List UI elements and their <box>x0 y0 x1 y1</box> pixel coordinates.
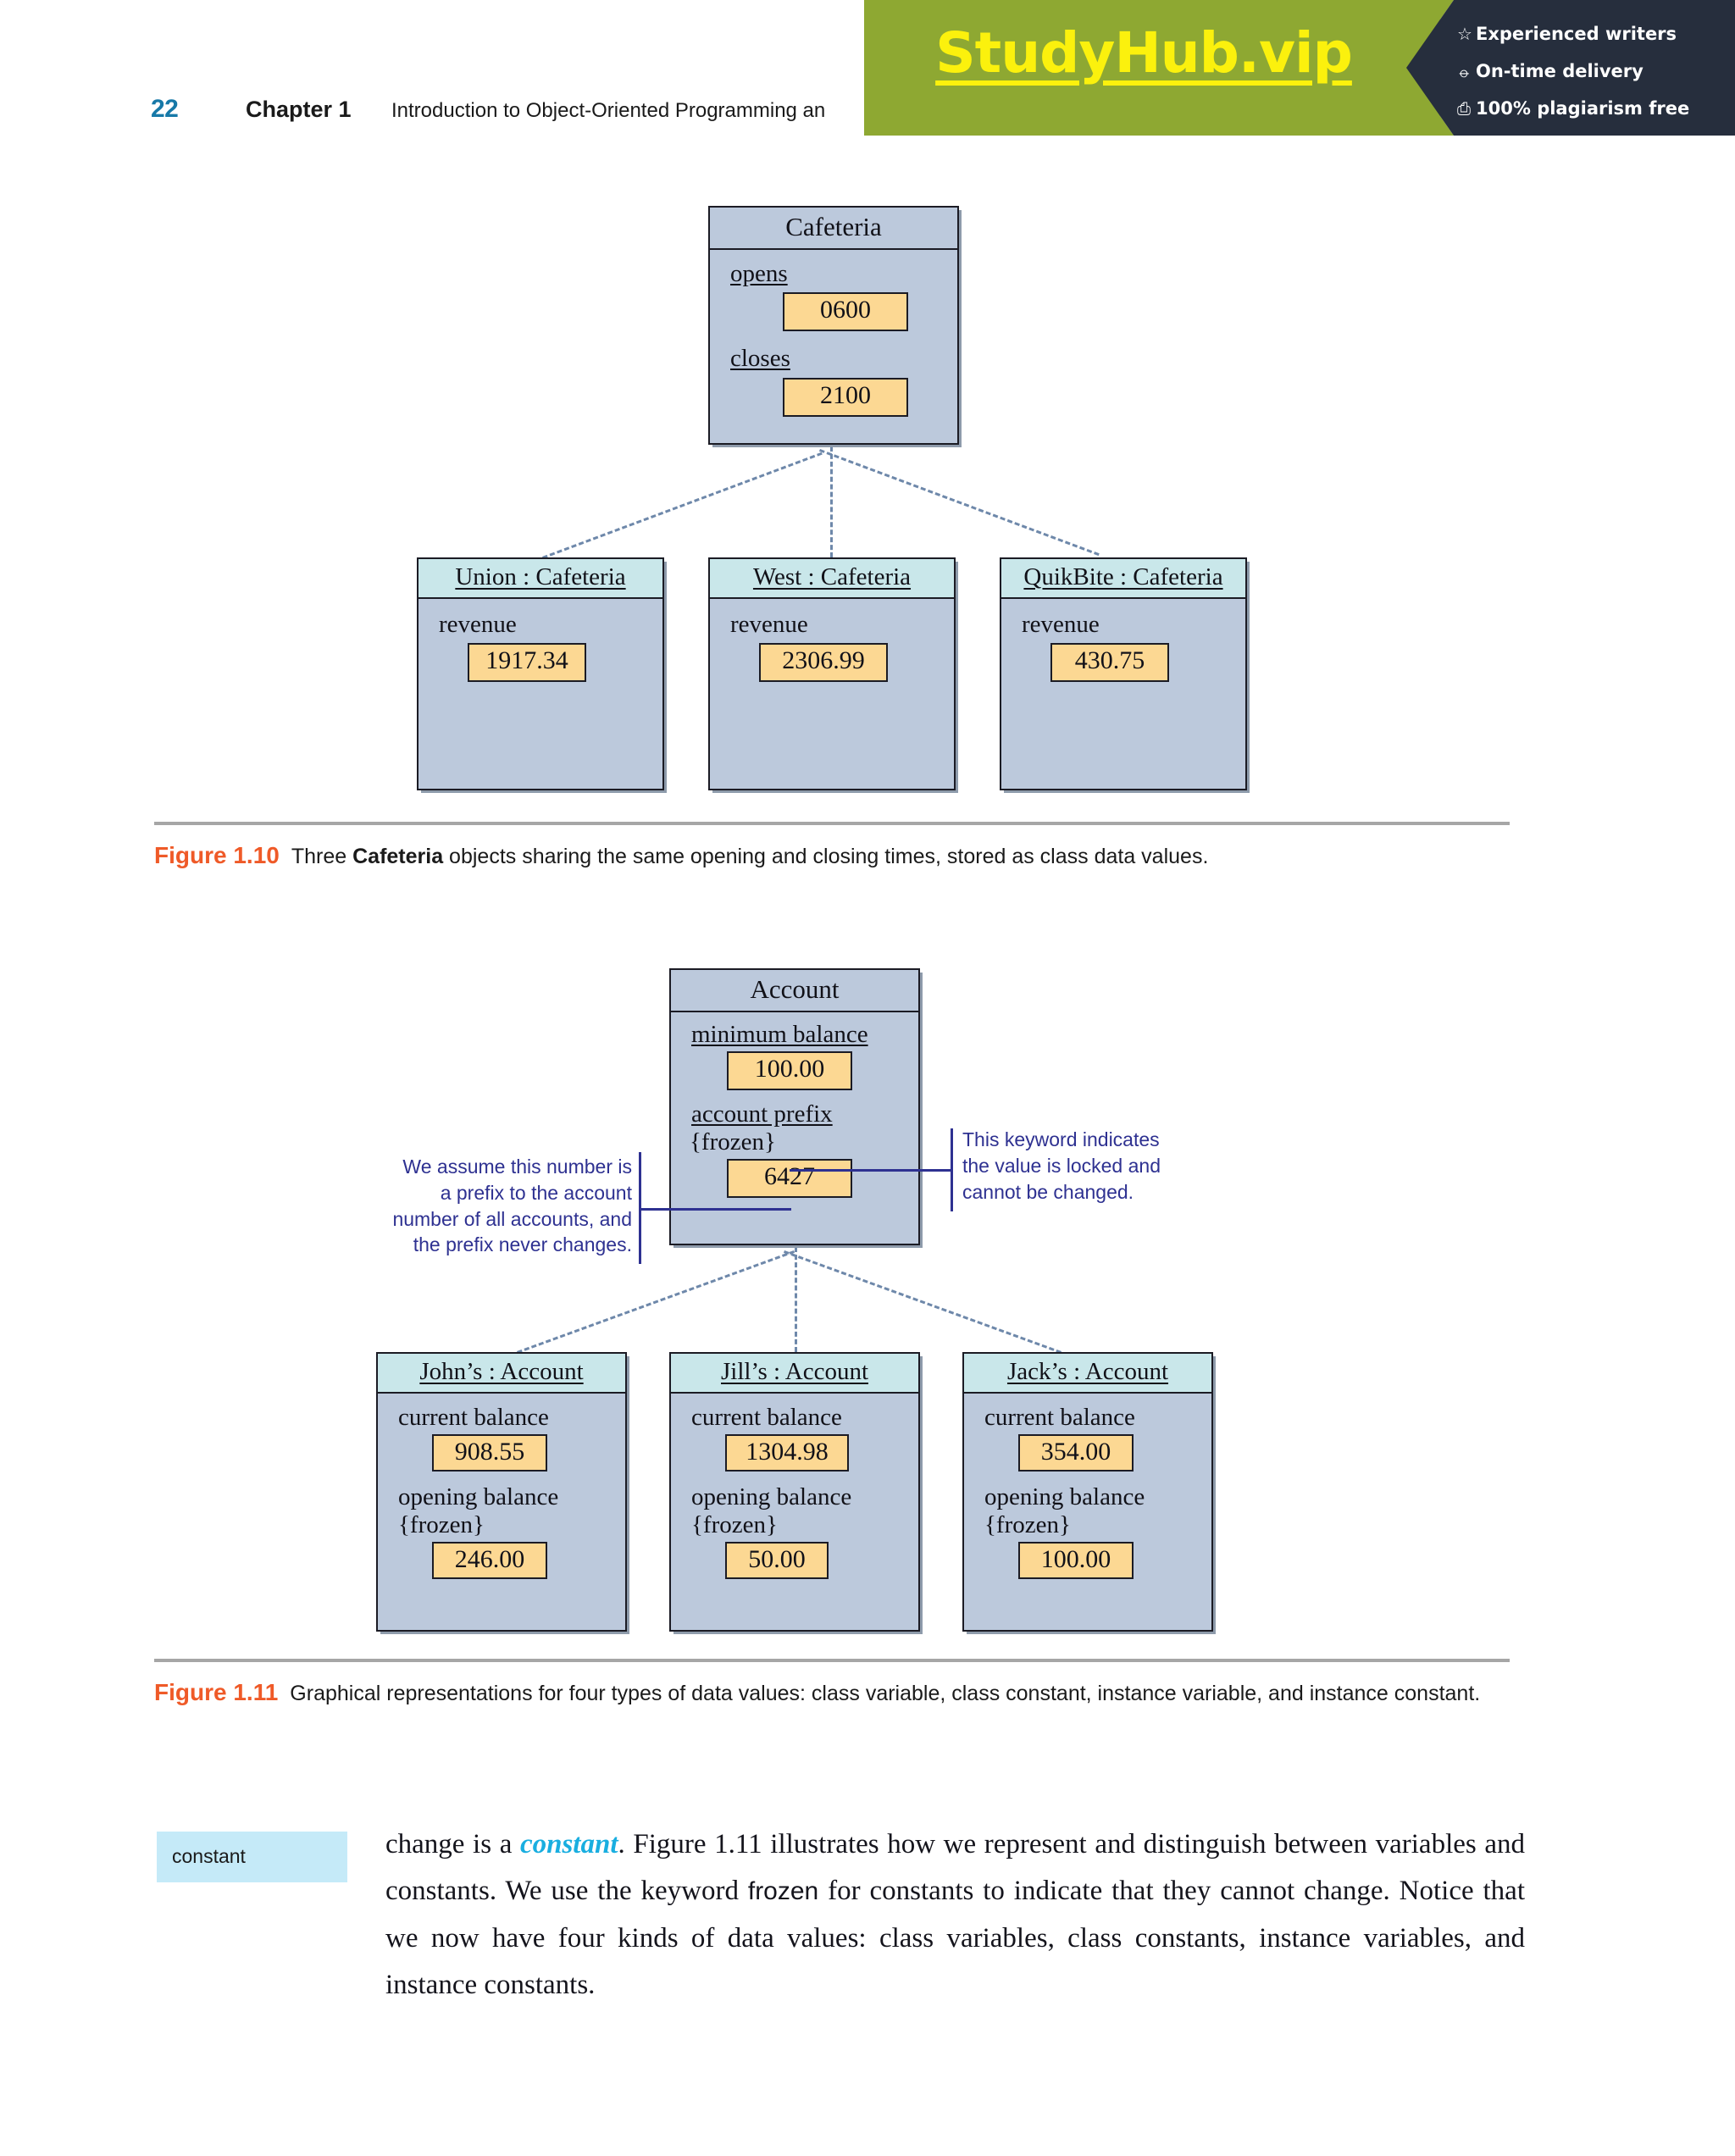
instance-box-jills: Jill’s : Account current balance 1304.98… <box>669 1352 920 1632</box>
instance-variable-name: revenue <box>730 611 808 638</box>
instance-name: QuikBite : Cafeteria <box>1001 559 1245 599</box>
figure-caption-1-10: Figure 1.10 Three Cafeteria objects shari… <box>154 840 1527 872</box>
class-box-cafeteria: Cafeteria opens 0600 closes 2100 <box>708 206 959 445</box>
clock-icon: ⦵ <box>1457 61 1472 81</box>
class-variable-value: 100.00 <box>727 1051 852 1091</box>
class-constant-name: minimum balance <box>691 1021 868 1048</box>
figure-rule <box>154 822 1510 825</box>
instance-name: Jack’s : Account <box>964 1354 1211 1394</box>
instance-variable-value: 908.55 <box>432 1434 547 1472</box>
class-variable-name: closes <box>730 345 790 373</box>
caption-text-pre: Three <box>291 845 353 868</box>
keyword-constant: constant <box>519 1829 618 1859</box>
annotation-right-line: cannot be changed. <box>962 1180 1134 1203</box>
annotation-left-line: the prefix never changes. <box>413 1233 632 1256</box>
figure-caption-1-11: Figure 1.11 Graphical representations for… <box>154 1677 1527 1709</box>
frozen-modifier: {frozen} <box>691 1510 778 1538</box>
annotation-right-line: the value is locked and <box>962 1154 1161 1177</box>
instance-variable-name: current balance <box>398 1404 549 1431</box>
instance-variable-name: current balance <box>691 1404 842 1431</box>
connector-line <box>830 446 833 557</box>
watermark-bullet-0: ☆Experienced writers <box>1457 24 1677 44</box>
instance-variable-value: 1304.98 <box>725 1434 849 1472</box>
caption-text-post: objects sharing the same opening and clo… <box>443 845 1209 868</box>
instance-constant-name: opening balance <box>984 1483 1145 1511</box>
instance-variable-name: revenue <box>1022 611 1100 638</box>
keyword-frozen: frozen <box>747 1877 819 1906</box>
connector-line <box>818 449 1100 557</box>
body-text-part1: change is a <box>385 1829 520 1859</box>
body-text-part3: for constants to indicate that they cann… <box>385 1876 1525 2001</box>
watermark-logo: StudyHub.vip <box>935 20 1353 86</box>
annotation-right-line: This keyword indicates <box>962 1128 1160 1150</box>
class-variable-value: 2100 <box>783 377 908 417</box>
connector-line <box>542 452 823 559</box>
instance-name: Union : Cafeteria <box>419 559 662 599</box>
instance-box-quikbite: QuikBite : Cafeteria revenue 430.75 <box>1000 557 1247 790</box>
class-variable-name: opens <box>730 260 788 287</box>
instance-variable-name: current balance <box>984 1404 1135 1431</box>
frozen-modifier: {frozen} <box>398 1510 485 1538</box>
instance-name: John’s : Account <box>378 1354 625 1394</box>
class-name: Account <box>671 970 918 1012</box>
instance-variable-value: 354.00 <box>1018 1434 1134 1472</box>
instance-variable-value: 2306.99 <box>759 643 888 683</box>
annotation-left-leader <box>639 1208 791 1211</box>
instance-box-union: Union : Cafeteria revenue 1917.34 <box>417 557 664 790</box>
figure-rule <box>154 1659 1510 1662</box>
watermark-bullet-label: Experienced writers <box>1476 24 1677 44</box>
chapter-title: Introduction to Object-Oriented Programm… <box>391 99 826 122</box>
frozen-modifier: {frozen} <box>690 1128 776 1156</box>
class-constant-name: account prefix <box>691 1100 833 1128</box>
annotation-left-line: number of all accounts, and <box>392 1207 632 1230</box>
instance-box-johns: John’s : Account current balance 908.55 … <box>376 1352 627 1632</box>
instance-constant-value: 50.00 <box>725 1542 829 1580</box>
instance-name: Jill’s : Account <box>671 1354 918 1394</box>
annotation-right: This keyword indicates the value is lock… <box>962 1127 1217 1205</box>
connector-line <box>795 1247 797 1352</box>
connector-line <box>783 1250 1062 1354</box>
instance-name: West : Cafeteria <box>710 559 954 599</box>
watermark-bullet-label: On-time delivery <box>1476 61 1644 81</box>
watermark-bullet-1: ⦵On-time delivery <box>1457 61 1644 81</box>
page-number: 22 <box>151 95 179 123</box>
frozen-modifier: {frozen} <box>984 1510 1071 1538</box>
annotation-left-line: a prefix to the account <box>440 1181 632 1204</box>
annotation-left: We assume this number is a prefix to the… <box>346 1154 632 1258</box>
figure-number: Figure 1.11 <box>154 1679 279 1705</box>
watermark-banner: StudyHub.vip ☆Experienced writers ⦵On-ti… <box>864 0 1735 136</box>
class-box-account: Account minimum balance 100.00 account p… <box>669 968 920 1245</box>
instance-box-west: West : Cafeteria revenue 2306.99 <box>708 557 956 790</box>
watermark-bullet-label: 100% plagiarism free <box>1476 98 1690 119</box>
connector-line <box>517 1250 795 1354</box>
figure-number: Figure 1.10 <box>154 842 280 868</box>
instance-variable-value: 430.75 <box>1050 643 1169 683</box>
watermark-dark-panel <box>1406 0 1735 136</box>
class-variable-value: 0600 <box>783 292 908 332</box>
instance-constant-value: 246.00 <box>432 1542 547 1580</box>
class-constant-value: 6427 <box>727 1159 852 1199</box>
instance-variable-value: 1917.34 <box>468 643 586 683</box>
margin-note-constant: constant <box>157 1832 347 1882</box>
instance-constant-name: opening balance <box>398 1483 559 1511</box>
caption-text-bold: Cafeteria <box>352 845 444 868</box>
chapter-label: Chapter 1 <box>246 97 352 122</box>
instance-constant-name: opening balance <box>691 1483 852 1511</box>
star-icon: ☆ <box>1457 24 1472 44</box>
instance-variable-name: revenue <box>439 611 517 638</box>
body-text-part2: . Figure 1.11 illustrates how we represe… <box>385 1829 1526 1907</box>
caption-text: Graphical representations for four types… <box>290 1682 1481 1705</box>
document-icon: ⎙ <box>1457 98 1471 119</box>
watermark-bullet-2: ⎙100% plagiarism free <box>1457 98 1689 119</box>
page-header: 22 Chapter 1 Introduction to Object-Orie… <box>0 95 1735 137</box>
annotation-right-leader <box>790 1169 952 1172</box>
class-name: Cafeteria <box>710 208 957 250</box>
instance-box-jacks: Jack’s : Account current balance 354.00 … <box>962 1352 1213 1632</box>
body-paragraph: change is a constant. Figure 1.11 illust… <box>385 1821 1525 2009</box>
annotation-left-line: We assume this number is <box>402 1156 632 1178</box>
instance-constant-value: 100.00 <box>1018 1542 1134 1580</box>
margin-note-label: constant <box>172 1845 246 1867</box>
